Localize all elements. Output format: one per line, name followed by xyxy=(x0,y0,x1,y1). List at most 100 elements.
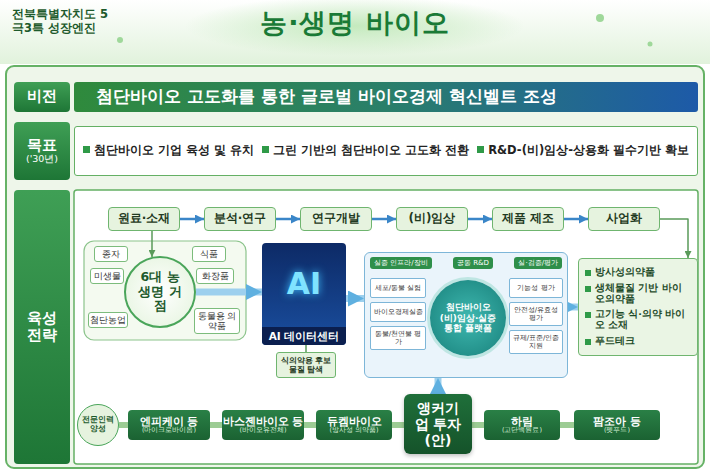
node-text: 그린 기반의 첨단바이오 고도화 전환 xyxy=(262,144,469,157)
glow-dot xyxy=(117,37,123,43)
text-group: 종자 xyxy=(95,247,127,261)
text-group: 하림(고단백원료) xyxy=(484,410,560,440)
node-text: 화장품 xyxy=(202,271,229,281)
platform-item: 바이오경제실증 xyxy=(370,302,426,322)
text-group: 사업화 xyxy=(589,208,659,230)
goal-box: 첨단바이오 기업 육성 및 유치그린 기반의 첨단바이오 고도화 전환R&D-(… xyxy=(74,126,698,176)
node-text: 종자 xyxy=(102,249,120,259)
glow-dot xyxy=(596,14,604,22)
connector-big xyxy=(196,289,262,296)
node-text: 식품 xyxy=(200,249,218,259)
text-group: 첨단농업 xyxy=(89,313,127,327)
glow-dot xyxy=(648,42,653,47)
text-group: 바이오경제실증 xyxy=(373,303,423,321)
node-text: (마이크로바이옴) xyxy=(142,427,196,434)
node-text: 동물/천연물 평가 xyxy=(373,330,423,346)
text-group: 방사성의약품생체물질 기반 바이오의약품고기능 식·의약 바이오 소재푸드테크 xyxy=(579,259,697,355)
company-box: 팜조아 등(펫푸드) xyxy=(574,410,660,440)
node-text: 하림 xyxy=(511,415,533,427)
node-text: 기능성 평가 xyxy=(517,284,554,292)
node-text: 고기능 식·의약 바이오 소재 xyxy=(585,309,691,331)
process-box: 제품 제조 xyxy=(492,207,564,231)
node-text: (고단백원료) xyxy=(502,427,542,434)
text-group: 규제/표준/인증 지원 xyxy=(512,331,560,353)
connector-big xyxy=(435,378,442,394)
connector-big xyxy=(568,304,578,311)
text-group: 식품 xyxy=(193,247,225,261)
node-text: 사업화 xyxy=(606,212,642,226)
platform-item: 안전성/유효성 평가 xyxy=(509,302,563,326)
connector-line xyxy=(660,219,688,258)
platform-core: 첨단바이오 (비)임상·실증 통합 플랫폼 xyxy=(430,280,506,356)
node-text: 공동 R&D xyxy=(453,257,493,269)
node-text: R&D-(비)임상-상용화 필수기반 확보 xyxy=(477,144,689,157)
strategy-panel xyxy=(74,190,698,464)
node-text: (바이오유전체) xyxy=(239,427,286,434)
text-group: 미생물 xyxy=(91,269,123,283)
node-text: 식의약용 후보물질 탐색 xyxy=(280,356,332,374)
process-box: 연구개발 xyxy=(300,207,372,231)
text-group: (비)임상 xyxy=(397,208,467,230)
text-group: 바스젠바이오 등(바이오유전체) xyxy=(222,410,304,440)
node-text: 바이오경제실증 xyxy=(374,308,423,316)
node-text: 안전성/유효성 평가 xyxy=(512,306,560,322)
text-group: 동물용 의약품 xyxy=(195,309,239,333)
text-group: 동물/천연물 평가 xyxy=(373,327,423,349)
row-label: 육성 전략 xyxy=(14,190,70,464)
connector-bar xyxy=(119,422,128,428)
row-label: 목표('30년) xyxy=(14,122,70,180)
text-group: 듀켐바이오(방사성 의약품) xyxy=(316,410,392,440)
text-group: 전문인력 양성 xyxy=(82,409,114,441)
text-group: 실증 인프라/장비공동 R&D실·검증/평가 xyxy=(365,253,567,269)
company-box: 듀켐바이오(방사성 의약품) xyxy=(316,410,392,440)
node-text: 바스젠바이오 등 xyxy=(223,415,304,427)
connector-bar xyxy=(472,422,484,428)
node-text: 비전 xyxy=(27,88,57,105)
node-text: 푸드테크 xyxy=(585,336,635,347)
text-group: 육성 전략 xyxy=(20,192,64,462)
text-group: 엔피케이 등(마이크로바이옴) xyxy=(128,410,210,440)
node-text: (펫푸드) xyxy=(604,427,630,434)
node-text: 엔피케이 등 xyxy=(140,415,199,427)
hub-circle: 6대 농생명 거점 xyxy=(124,256,196,328)
text-group: 화장품 xyxy=(197,269,233,283)
text-group: 제품 제조 xyxy=(493,208,563,230)
node-text: 전문인력 양성 xyxy=(82,416,114,433)
company-box: 엔피케이 등(마이크로바이옴) xyxy=(128,410,210,440)
platform-box: 실증 인프라/장비공동 R&D실·검증/평가세포/동물 실험바이오경제실증동물/… xyxy=(364,252,568,378)
connector-flow xyxy=(468,218,492,221)
process-box: 사업화 xyxy=(588,207,660,231)
text-group: 연구개발 xyxy=(301,208,371,230)
process-box: 분석·연구 xyxy=(204,207,276,231)
process-box: 원료·소재 xyxy=(108,207,180,231)
node-text: 연구개발 xyxy=(312,212,360,226)
connector-plain xyxy=(305,345,307,352)
company-box: 하림(고단백원료) xyxy=(484,410,560,440)
node-text: 생체물질 기반 바이오의약품 xyxy=(585,283,691,305)
note-label: 전북특별자치도 5극3특 성장엔진 xyxy=(12,8,112,36)
data-center-box: AIAI 데이터센터 xyxy=(262,243,346,345)
text-group: 첨단바이오 (비)임상·실증 통합 플랫폼 xyxy=(438,288,498,348)
node-text: 규제/표준/인증 지원 xyxy=(512,334,560,350)
row-label: 비전 xyxy=(14,82,70,112)
text-group: 기능성 평가 xyxy=(512,279,560,297)
node-text: 앵커기업 투자(안) xyxy=(412,400,464,448)
training-circle: 전문인력 양성 xyxy=(77,404,119,446)
node-text: (방사성 의약품) xyxy=(329,427,378,434)
outer-frame xyxy=(6,66,704,468)
node-text: 미생물 xyxy=(94,271,121,281)
text-group: 식의약용 후보물질 탐색 xyxy=(280,354,332,376)
text-group: 첨단바이오 고도화를 통한 글로벌 바이오경제 혁신벨트 조성 xyxy=(74,82,698,112)
node-text: 6대 농생명 거점 xyxy=(134,270,186,313)
connector-flow xyxy=(276,218,300,221)
node-text: 팜조아 등 xyxy=(593,415,641,427)
hub-satellite: 식품 xyxy=(192,246,226,262)
node-text: 첨단바이오 고도화를 통한 글로벌 바이오경제 혁신벨트 조성 xyxy=(96,87,557,107)
text-group: 목표('30년) xyxy=(20,124,64,178)
hub-satellite: 첨단농업 xyxy=(88,312,128,328)
output-list: 방사성의약품생체물질 기반 바이오의약품고기능 식·의약 바이오 소재푸드테크 xyxy=(578,258,698,356)
node-text: 세포/동물 실험 xyxy=(375,284,422,292)
text-group: 비전 xyxy=(20,84,64,110)
connector-big xyxy=(346,295,364,302)
